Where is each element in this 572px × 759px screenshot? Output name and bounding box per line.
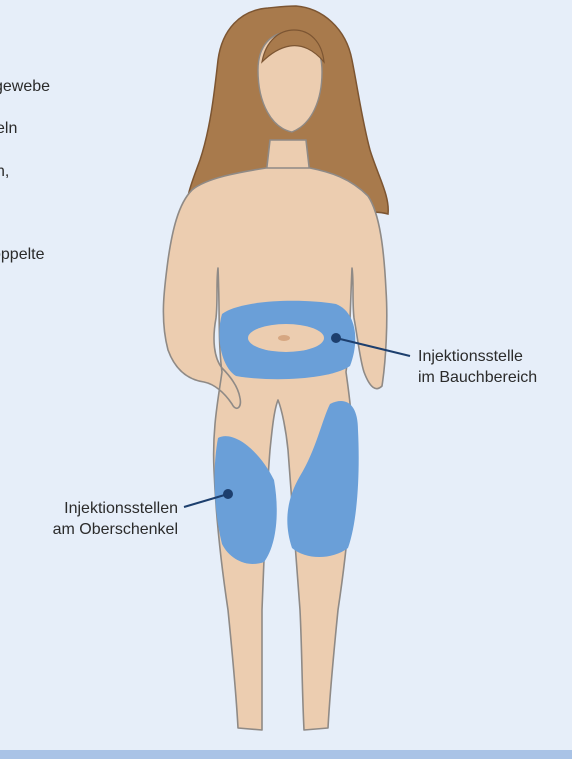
abdomen-label-line-2: im Bauchbereich	[418, 367, 537, 388]
thigh-label-line-2: am Oberschenkel	[53, 519, 178, 540]
thigh-injection-label: Injektionsstellen am Oberschenkel	[53, 498, 178, 540]
navel	[278, 335, 290, 341]
floor-strip	[0, 750, 572, 759]
abdomen-injection-label: Injektionsstelle im Bauchbereich	[418, 346, 537, 388]
abdomen-label-line-1: Injektionsstelle	[418, 346, 537, 367]
thigh-label-line-1: Injektionsstellen	[53, 498, 178, 519]
